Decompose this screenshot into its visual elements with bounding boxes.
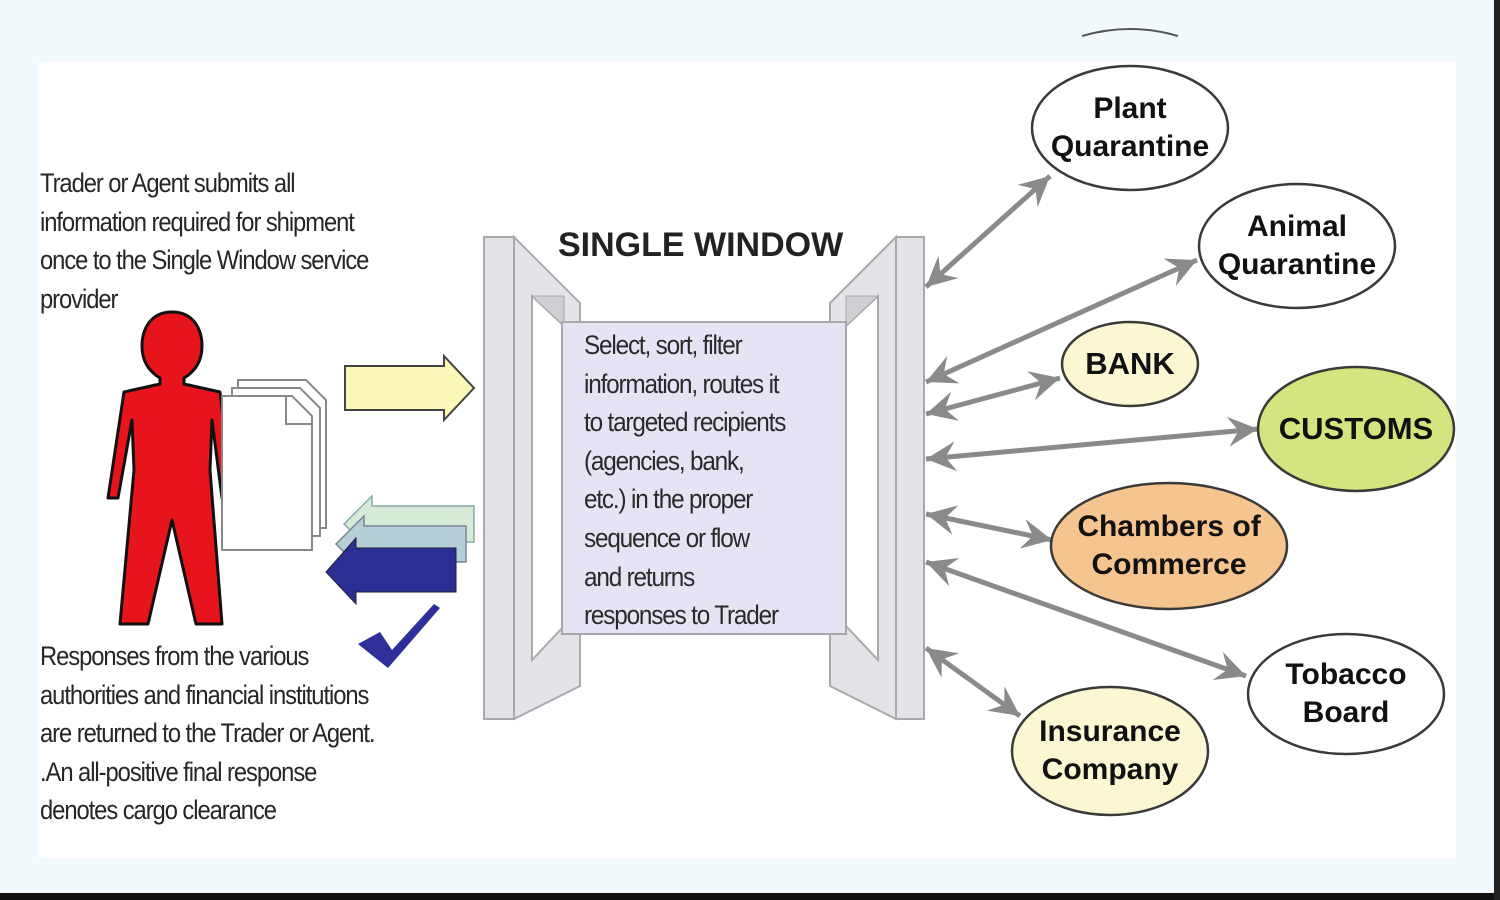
- caption-line: information required for shipment: [40, 206, 355, 237]
- caption-line: authorities and financial institutions: [40, 679, 369, 710]
- caption-line: are returned to the Trader or Agent.: [40, 718, 376, 748]
- connector-line: [925, 426, 1259, 462]
- node-plant-quarantine: [1030, 64, 1230, 192]
- connector-customs: [925, 416, 1259, 472]
- connector-bank: [925, 371, 1061, 421]
- node-label-line: Quarantine: [1217, 248, 1377, 281]
- node-label-line: CUSTOMS: [1278, 411, 1434, 446]
- arrowhead: [926, 255, 959, 287]
- arrowhead: [926, 648, 960, 678]
- connector-line: [925, 559, 1247, 679]
- caption-line: once to the Single Window service: [40, 245, 369, 275]
- connector-line: [925, 375, 1061, 417]
- response-caption: Responses from the various authorities a…: [40, 637, 376, 830]
- connector-line: [925, 511, 1053, 543]
- partial-ellipse-top: [1081, 28, 1179, 37]
- arrowhead: [986, 686, 1020, 716]
- arrowhead: [1212, 651, 1246, 681]
- arrowhead: [1017, 176, 1050, 208]
- response-arrows: [325, 494, 475, 606]
- connector-insurance-company: [924, 645, 1022, 719]
- arrowhead: [1163, 258, 1197, 286]
- node-label-line: BANK: [1085, 346, 1175, 381]
- arrowhead: [926, 391, 959, 421]
- caption-line: provider: [40, 283, 118, 314]
- node-label-line: Insurance: [1039, 715, 1181, 748]
- arrowhead: [1019, 519, 1052, 549]
- node-animal-quarantine: [1197, 182, 1397, 310]
- window-text-line: (agencies, bank,: [584, 445, 745, 476]
- checkmark-icon: [358, 604, 440, 668]
- node-label-bank: BANK: [1085, 345, 1175, 383]
- single-window-title: SINGLE WINDOW: [558, 226, 844, 264]
- node-label-line: Commerce: [1091, 548, 1247, 581]
- single-window-description: Select, sort, filter information, routes…: [584, 326, 786, 635]
- arrowhead: [1226, 416, 1258, 447]
- trader-submission-caption: Trader or Agent submits all information …: [40, 164, 369, 318]
- node-label-line: Tobacco: [1285, 658, 1407, 691]
- arrow-left-icon: [325, 536, 457, 606]
- node-label-line: Board: [1302, 696, 1390, 729]
- window-text-line: Select, sort, filter: [584, 330, 743, 360]
- node-customs: [1256, 365, 1456, 493]
- arrow-right-icon: [344, 353, 476, 423]
- recipient-nodes: [1010, 64, 1456, 817]
- node-label-line: Quarantine: [1050, 130, 1210, 163]
- person-icon: [106, 310, 234, 626]
- single-window-frame: [483, 234, 925, 721]
- connectors: [924, 174, 1259, 719]
- node-insurance-company: [1010, 685, 1210, 817]
- connector-line: [924, 257, 1199, 385]
- window-text-line: sequence or flow: [584, 522, 750, 553]
- connector-tobacco-board: [925, 557, 1247, 681]
- arrowhead: [926, 356, 960, 384]
- node-label-line: Company: [1041, 753, 1179, 786]
- node-label-line: Chambers of: [1077, 510, 1261, 543]
- node-tobacco-board: [1246, 632, 1446, 756]
- node-label-line: Plant: [1093, 92, 1167, 125]
- window-text-line: information, routes it: [584, 368, 780, 399]
- node-chambers-of-commerce: [1049, 481, 1289, 611]
- node-label-line: Animal: [1246, 210, 1348, 243]
- caption-line: denotes cargo clearance: [40, 795, 277, 825]
- connector-animal-quarantine: [924, 257, 1199, 385]
- arrowhead: [926, 505, 959, 535]
- bottom-border: [0, 893, 1500, 900]
- arrowhead: [926, 441, 958, 472]
- document-stack-icon: [221, 379, 327, 551]
- node-label-customs: CUSTOMS: [1279, 410, 1433, 448]
- caption-line: Trader or Agent submits all: [40, 168, 296, 198]
- window-text-line: and returns: [584, 561, 695, 592]
- window-text-line: to targeted recipients: [584, 407, 786, 438]
- node-label-chambers-of-commerce: Chambers of Commerce: [1077, 508, 1260, 584]
- arrowhead: [1027, 371, 1060, 401]
- connector-chambers-of-commerce: [925, 505, 1053, 549]
- node-bank: [1060, 320, 1200, 408]
- connector-plant-quarantine: [924, 174, 1052, 289]
- caption-line: Responses from the various: [40, 641, 309, 671]
- window-text-line: responses to Trader: [584, 600, 779, 631]
- window-text-line: etc.) in the proper: [584, 484, 753, 515]
- connector-line: [924, 174, 1052, 289]
- right-border: [1494, 0, 1500, 900]
- caption-line: .An all-positive final response: [40, 756, 317, 787]
- arrowhead: [926, 557, 960, 587]
